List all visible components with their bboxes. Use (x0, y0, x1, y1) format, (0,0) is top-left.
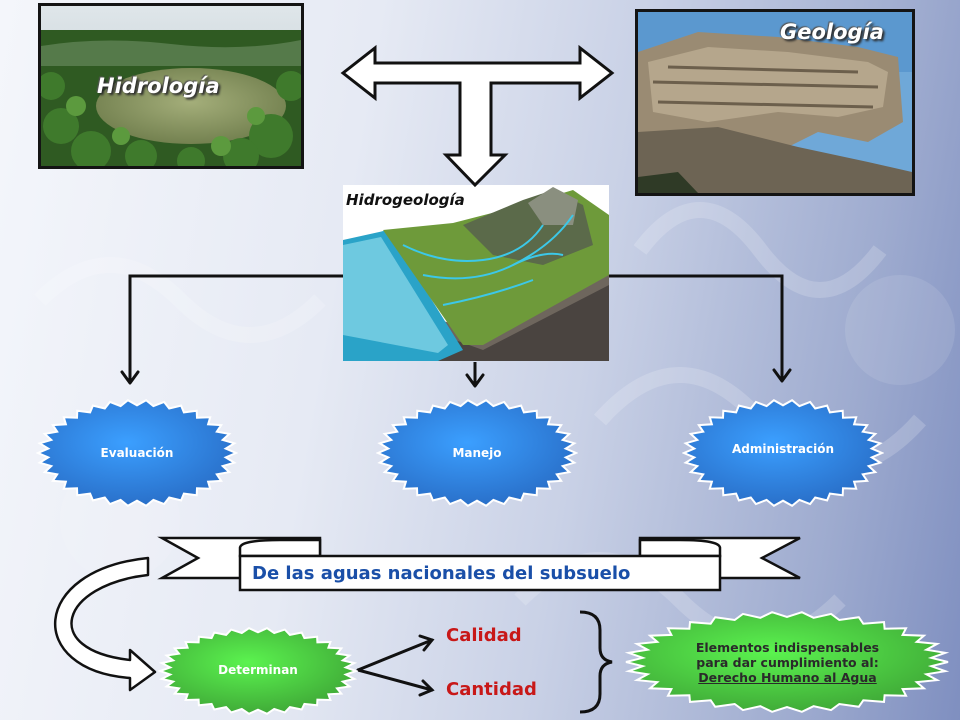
ribbon-banner (157, 536, 801, 592)
evaluacion-label: Evaluación (100, 446, 174, 460)
hidrologia-title: Hidrología (97, 74, 220, 98)
starburst-shape (624, 611, 950, 713)
elementos-line-1: Elementos indispensables (695, 640, 880, 655)
hidrologia-photo: Hidrología (38, 3, 304, 169)
starburst-shape (375, 398, 579, 508)
cantidad-text: Cantidad (446, 679, 537, 700)
hydrogeology-terrain-image (343, 185, 609, 361)
starburst-shape (681, 398, 885, 508)
lake-landscape-image (41, 6, 301, 166)
manejo-label: Manejo (452, 446, 502, 460)
elementos-line-3: Derecho Humano al Agua (698, 670, 877, 685)
starburst-shape (35, 398, 239, 508)
administracion-burst: Administración (681, 398, 885, 508)
starburst-shape (156, 627, 360, 715)
geologia-photo: Geología (635, 9, 915, 196)
banner-text: De las aguas nacionales del subsuelo (252, 563, 631, 584)
hidrogeologia-title: Hidrogeología (346, 191, 465, 209)
rock-formation-image (638, 12, 912, 193)
hidrogeologia-photo: Hidrogeología (343, 185, 609, 361)
elementos-line-2: para dar cumplimiento al: (696, 655, 879, 670)
administracion-label: Administración (731, 442, 835, 456)
elementos-burst (624, 610, 950, 714)
elementos-text: Elementos indispensables para dar cumpli… (640, 640, 935, 685)
calidad-text: Calidad (446, 625, 522, 646)
manejo-burst: Manejo (375, 398, 579, 508)
determinan-burst: Determinan (156, 626, 360, 716)
geologia-title: Geología (780, 20, 884, 44)
double-arrow-outline (340, 44, 615, 188)
evaluacion-burst: Evaluación (35, 398, 239, 508)
determinan-label: Determinan (218, 663, 298, 677)
